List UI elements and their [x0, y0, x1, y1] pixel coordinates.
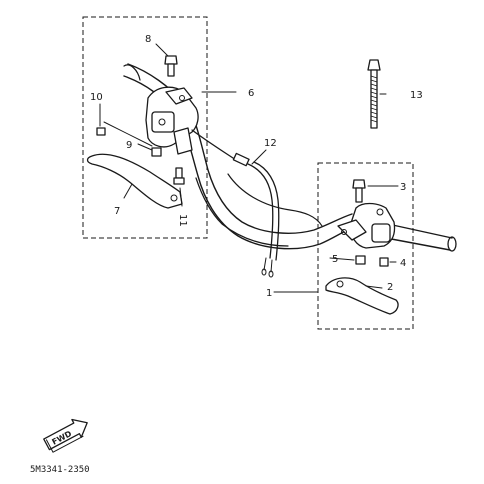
callout-5: 5 — [332, 254, 338, 265]
callout-9: 9 — [126, 140, 132, 151]
callout-1: 1 — [266, 288, 272, 299]
nut-4 — [379, 257, 389, 267]
fwd-arrow-badge: FWD — [43, 418, 88, 453]
right-lever-2 — [325, 277, 399, 315]
callout-3: 3 — [400, 182, 406, 193]
pivot-bolt-11 — [173, 167, 185, 185]
left-lever-bracket — [145, 86, 199, 155]
left-lever-7 — [86, 153, 183, 209]
callout-2: 2 — [387, 282, 393, 293]
callout-11: 11 — [177, 214, 188, 227]
nut-10 — [96, 127, 106, 136]
left-assembly-box — [82, 16, 208, 239]
adjuster-13 — [367, 59, 381, 129]
nut-9 — [151, 147, 162, 157]
nut-5 — [355, 255, 366, 265]
right-lever-bracket — [337, 202, 396, 249]
bolt-3 — [352, 179, 366, 203]
callout-13: 13 — [410, 90, 423, 101]
leader-lines — [99, 43, 399, 293]
callout-12: 12 — [264, 138, 277, 149]
right-assembly-box — [317, 162, 414, 330]
right-lever-pivot — [336, 280, 344, 288]
callout-4: 4 — [400, 258, 406, 269]
diagram-code: 5M3341-2350 — [30, 465, 90, 475]
callout-8: 8 — [145, 34, 151, 45]
lever-pivot — [170, 194, 178, 202]
cable-12 — [191, 129, 280, 278]
callout-6: 6 — [248, 88, 254, 99]
bolt-8 — [164, 55, 178, 77]
callout-10: 10 — [90, 92, 103, 103]
callout-7: 7 — [114, 206, 120, 217]
